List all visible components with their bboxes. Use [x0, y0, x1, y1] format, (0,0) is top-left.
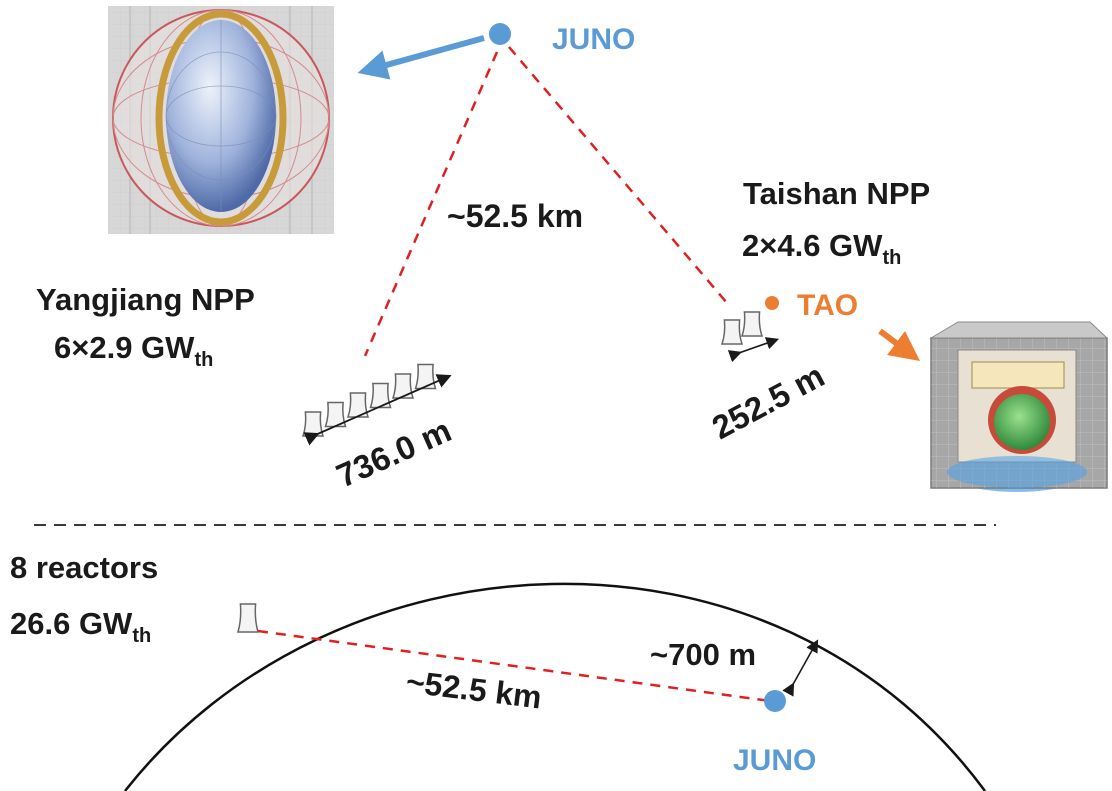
yangjiang-reactor-icon	[391, 373, 415, 399]
earth-surface-arc	[124, 582, 987, 791]
juno-label-top: JUNO	[552, 23, 635, 56]
baseline-bottom	[257, 629, 771, 703]
juno-label-bottom: JUNO	[733, 744, 816, 777]
depth-arrow	[782, 639, 819, 697]
baseline-distance-bottom: ~52.5 km	[404, 663, 543, 715]
tao-detector-image	[929, 321, 1109, 492]
svg-text:6×2.9 GWth: 6×2.9 GWth	[54, 330, 213, 371]
juno-location-marker	[489, 23, 511, 45]
total-power-label: 26.6 GW	[10, 606, 133, 641]
baseline-taishan	[508, 46, 728, 304]
juno-pointer-arrow	[357, 35, 485, 80]
baseline-yangjiang	[363, 51, 499, 357]
surface-reactor-icon	[237, 603, 259, 633]
depth-label: ~700 m	[650, 637, 756, 672]
yangjiang-spacing-arrow	[303, 374, 452, 446]
tao-label: TAO	[797, 289, 858, 322]
taishan-reactor-icon	[740, 311, 764, 337]
juno-detector-image	[108, 6, 334, 234]
taishan-reactor-pair	[720, 311, 764, 345]
juno-underground-marker	[764, 690, 786, 712]
tao-pointer-arrow	[878, 328, 920, 361]
taishan-power: 2×4.6 GW	[742, 228, 883, 263]
svg-text:2×4.6 GWth: 2×4.6 GWth	[742, 228, 901, 269]
yangjiang-name: Yangjiang NPP	[36, 282, 255, 317]
svg-text:26.6 GWth: 26.6 GWth	[10, 606, 151, 647]
taishan-name: Taishan NPP	[743, 176, 930, 211]
tao-location-marker	[765, 296, 779, 310]
yangjiang-power: 6×2.9 GW	[54, 330, 195, 365]
taishan-reactor-icon	[720, 319, 744, 345]
surface-reactor-tower	[237, 603, 259, 633]
taishan-power-sub: th	[882, 247, 901, 269]
taishan-spacing-arrow	[727, 337, 780, 363]
total-power-sub: th	[132, 625, 151, 647]
yangjiang-power-sub: th	[194, 349, 213, 371]
yangjiang-spacing-label: 736.0 m	[331, 411, 457, 494]
yangjiang-label-block: Yangjiang NPP 6×2.9 GWth	[36, 282, 255, 371]
reactors-count-label: 8 reactors	[10, 550, 158, 585]
taishan-label-block: Taishan NPP 2×4.6 GWth	[742, 176, 930, 269]
baseline-distance-top: ~52.5 km	[447, 198, 583, 234]
yangjiang-reactor-icon	[414, 363, 437, 390]
taishan-spacing-label: 252.5 m	[706, 357, 830, 447]
